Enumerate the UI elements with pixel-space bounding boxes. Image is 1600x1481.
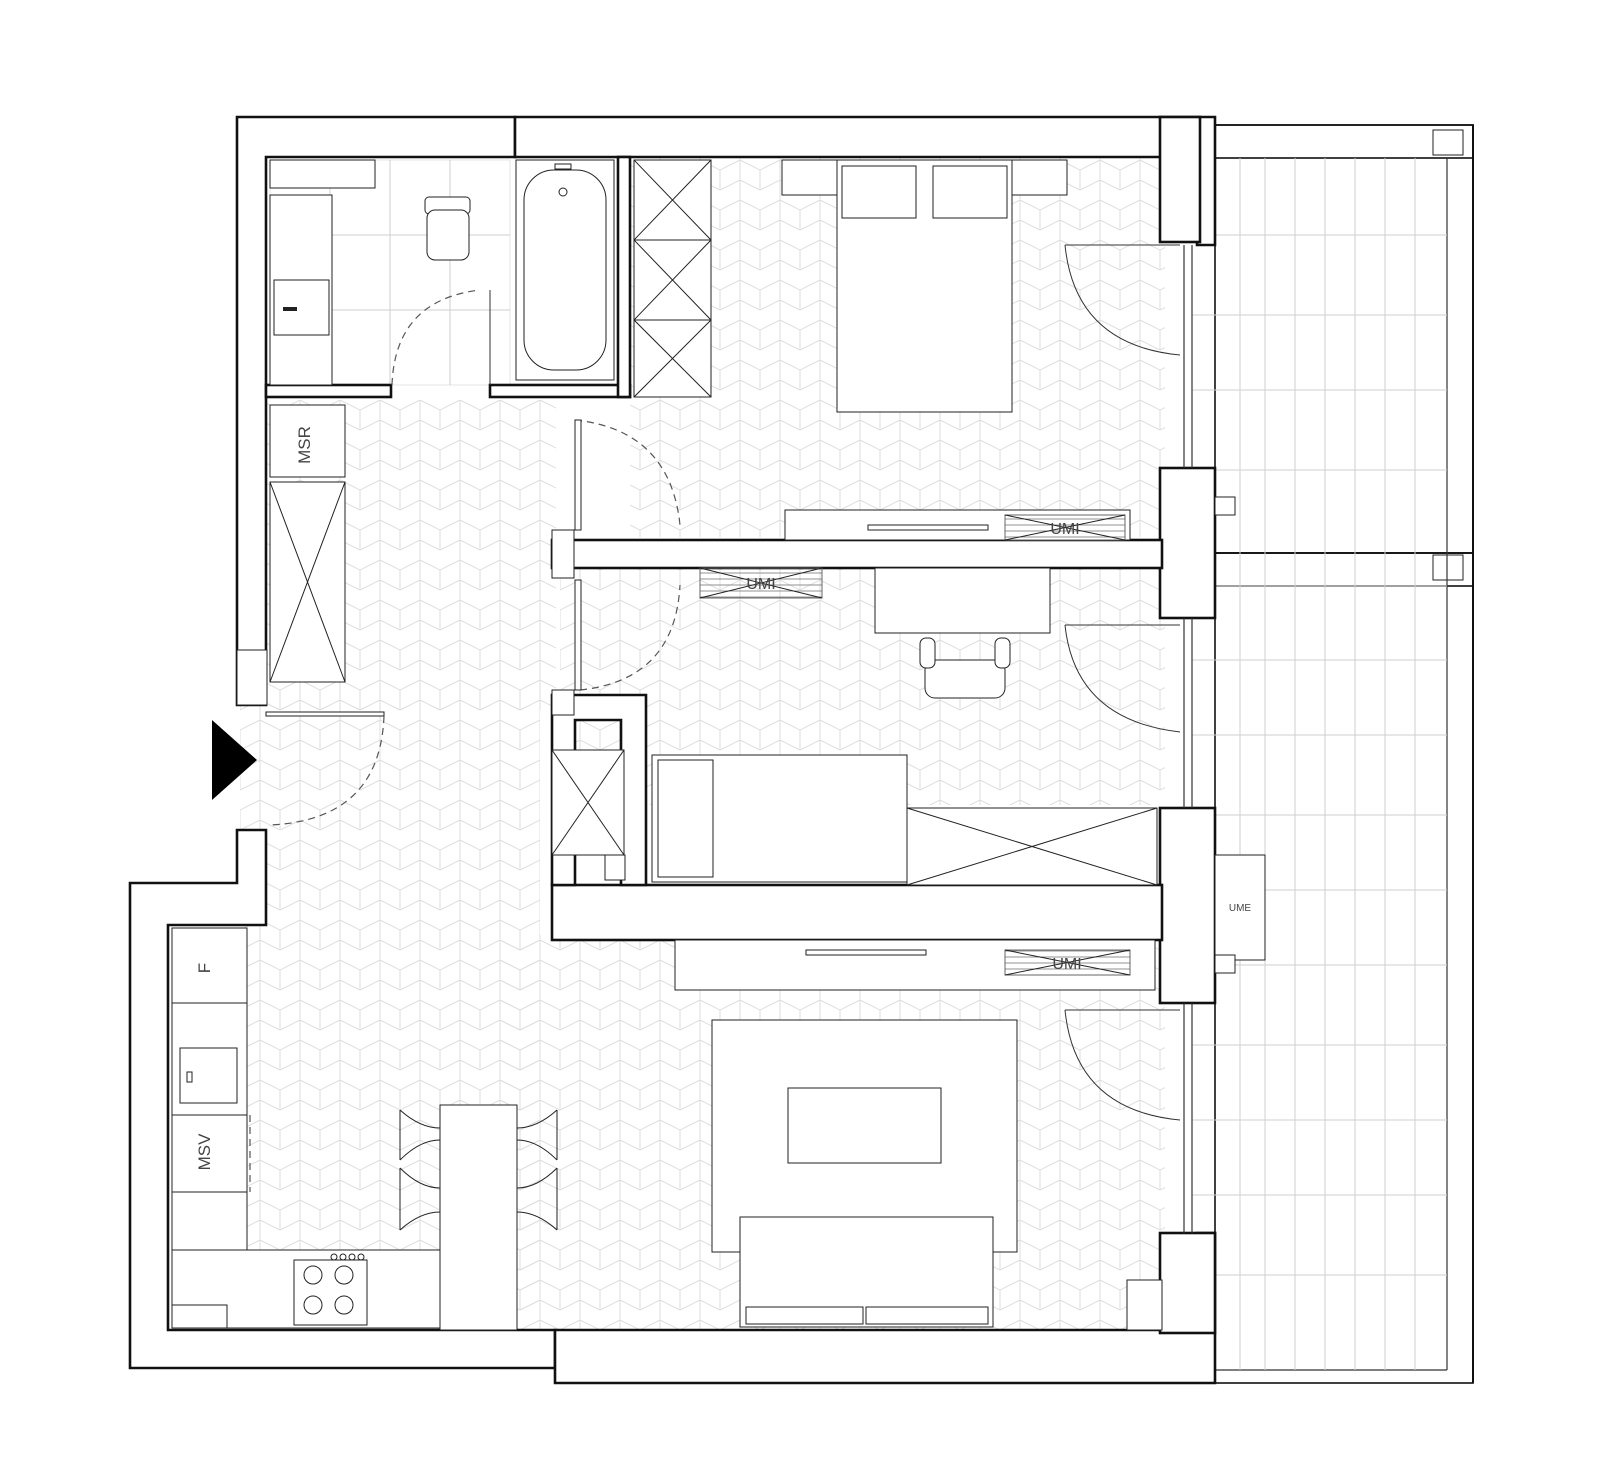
entry-door-swing xyxy=(269,715,385,826)
bathroom-wall-bottom-right xyxy=(488,383,632,399)
msr-cabinet xyxy=(269,404,346,478)
single-bed-pillow xyxy=(657,759,714,878)
ume-unit xyxy=(1214,854,1266,961)
dining-chair-1 xyxy=(399,1109,441,1231)
ume-label: UME xyxy=(1229,903,1252,914)
hallway: MSR xyxy=(212,404,626,881)
nightstand-right xyxy=(1011,159,1068,196)
ac-bracket-top xyxy=(1214,496,1236,516)
hall-storage-small xyxy=(604,854,626,881)
windows xyxy=(1183,245,1193,1233)
coffee-table xyxy=(787,1087,942,1164)
sofa-cushion-right xyxy=(865,1306,989,1325)
msr-label: MSR xyxy=(295,426,314,464)
living-balcony-door xyxy=(1064,1009,1181,1121)
umi-living-label: UMI xyxy=(1052,956,1081,973)
ac-bracket-bottom xyxy=(1214,954,1236,974)
bedroom-wardrobe xyxy=(633,159,712,398)
bedroom-tv xyxy=(867,524,989,531)
fridge-label: F xyxy=(195,963,214,973)
balcony-post-1 xyxy=(1432,129,1464,156)
entry-jamb-top xyxy=(236,649,268,706)
entrance-arrow xyxy=(212,720,257,800)
nightstand-left xyxy=(781,159,838,196)
corridor-wall-study xyxy=(550,883,1164,942)
pillow-left xyxy=(841,165,917,219)
living-corner-block xyxy=(1126,1279,1163,1331)
study: UMI xyxy=(574,567,1181,886)
living-room: UMI xyxy=(674,939,1181,1331)
bathtub-inner xyxy=(523,169,607,371)
corridor-wall-bedroom xyxy=(550,538,1164,570)
desk-chair-arm-r xyxy=(994,637,1011,669)
desk-chair xyxy=(924,659,1006,699)
sofa-cushion-left xyxy=(745,1306,864,1325)
door-jamb-1 xyxy=(551,529,575,579)
bathroom-wall-right xyxy=(616,155,632,399)
wall-top-right xyxy=(513,115,1217,247)
kitchen: F MSV xyxy=(171,927,558,1331)
bathroom-door-swing xyxy=(391,289,481,386)
bathroom xyxy=(269,159,615,386)
door-jamb-2 xyxy=(551,689,575,716)
dining-chair-2 xyxy=(516,1109,558,1231)
exterior-walls xyxy=(128,115,1217,1385)
sink xyxy=(273,279,330,336)
umi-bedroom-label: UMI xyxy=(1050,521,1079,538)
wall-corner-top xyxy=(1158,115,1202,244)
bedroom-balcony-door xyxy=(1064,244,1181,356)
toilet-bowl xyxy=(426,209,470,261)
shelf-top xyxy=(269,159,376,189)
ume-area: UME xyxy=(1214,496,1266,974)
study-balcony-door xyxy=(1064,624,1181,733)
wall-right-pillar-top xyxy=(1158,466,1217,620)
balcony xyxy=(1192,124,1474,1384)
pillow-right xyxy=(932,165,1008,219)
cooktop xyxy=(293,1259,368,1326)
bath-drain xyxy=(558,187,568,197)
sink-tap xyxy=(283,307,297,311)
balcony-outline-top xyxy=(1214,124,1474,554)
wall-right-pillar-mid xyxy=(1158,806,1217,1005)
balcony-outline-bottom xyxy=(1214,552,1474,1384)
bath-faucet xyxy=(554,163,572,170)
bathroom-wall-bottom xyxy=(264,383,393,399)
entry-door-leaf xyxy=(265,711,385,717)
umi-study-label: UMI xyxy=(746,576,775,593)
wall-right-pillar-bottom xyxy=(1158,1231,1217,1335)
msv-label: MSV xyxy=(195,1133,214,1171)
balcony-tile-grid xyxy=(1192,158,1447,1370)
kitchen-corner xyxy=(171,1304,228,1329)
balcony-post-2 xyxy=(1432,554,1464,581)
bedroom: UMI xyxy=(574,159,1181,541)
dining-table xyxy=(439,1104,518,1331)
desk-chair-arm-l xyxy=(919,637,936,669)
living-tv xyxy=(805,949,927,956)
desk xyxy=(874,567,1051,634)
